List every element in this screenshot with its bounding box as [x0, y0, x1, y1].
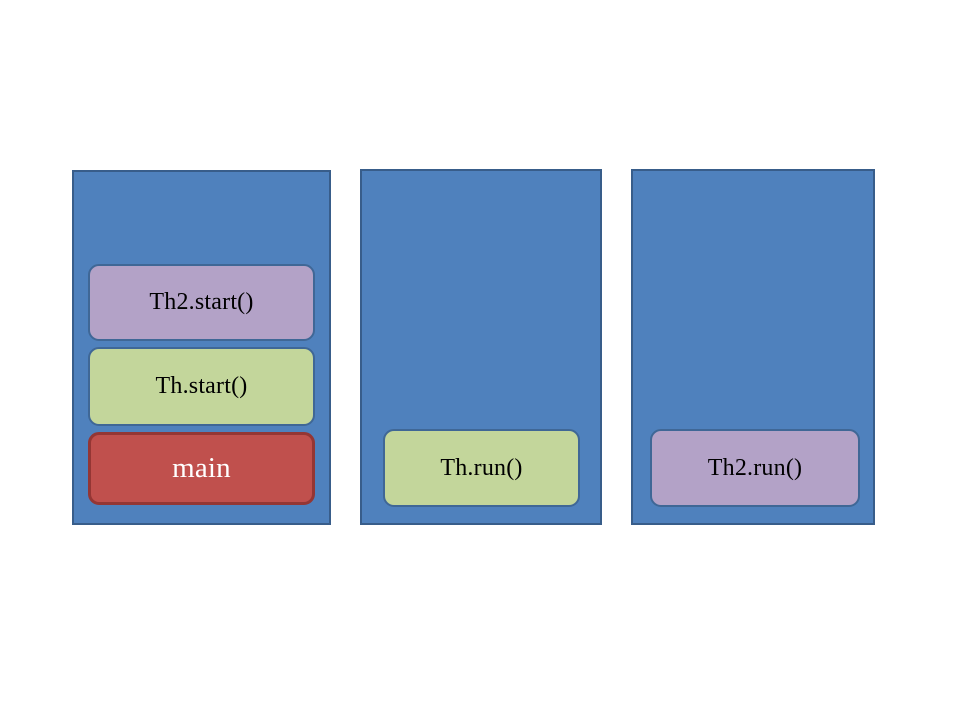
- stack-frame-th-run: Th.run(): [383, 429, 580, 507]
- stack-frame-label: Th2.run(): [707, 454, 803, 481]
- thread-stack-panel-th: Th.run(): [360, 169, 602, 525]
- stack-frame-label: Th.run(): [440, 454, 523, 481]
- stack-frame-main: main: [88, 432, 315, 505]
- stack-frame-th-start: Th.start(): [88, 347, 315, 426]
- thread-stack-panel-main: Th2.start() Th.start() main: [72, 170, 331, 525]
- stack-frame-th2-run: Th2.run(): [650, 429, 860, 507]
- stack-frame-th2-start: Th2.start(): [88, 264, 315, 341]
- stack-frame-label: Th.start(): [155, 373, 248, 399]
- thread-stack-panel-th2: Th2.run(): [631, 169, 875, 525]
- stack-frame-label: Th2.start(): [149, 289, 254, 315]
- stack-frame-label: main: [172, 452, 231, 484]
